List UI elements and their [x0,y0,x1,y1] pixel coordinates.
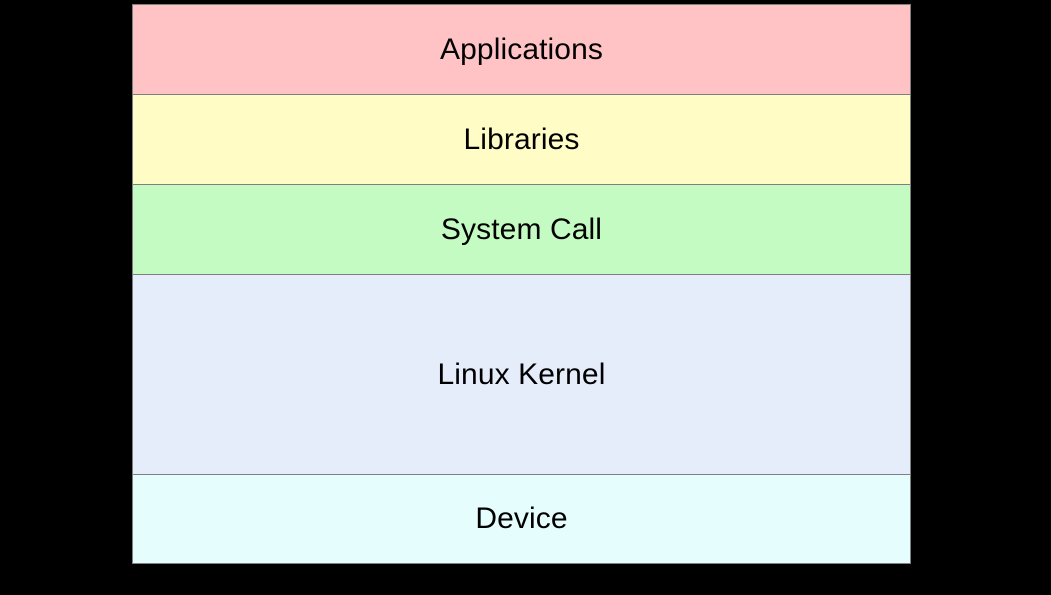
layer-label-system-call: System Call [440,212,603,246]
architecture-stack-diagram: Applications Libraries System Call Linux… [132,4,911,568]
layer-applications[interactable]: Applications [132,4,911,95]
layer-label-device: Device [475,502,568,535]
layer-device[interactable]: Device [132,474,911,564]
layer-system-call[interactable]: System Call [132,184,911,275]
layer-label-libraries: Libraries [463,122,580,156]
layer-label-applications: Applications [440,32,603,66]
layer-libraries[interactable]: Libraries [132,94,911,185]
layer-label-linux-kernel: Linux Kernel [437,357,606,391]
layer-linux-kernel[interactable]: Linux Kernel [132,274,911,475]
